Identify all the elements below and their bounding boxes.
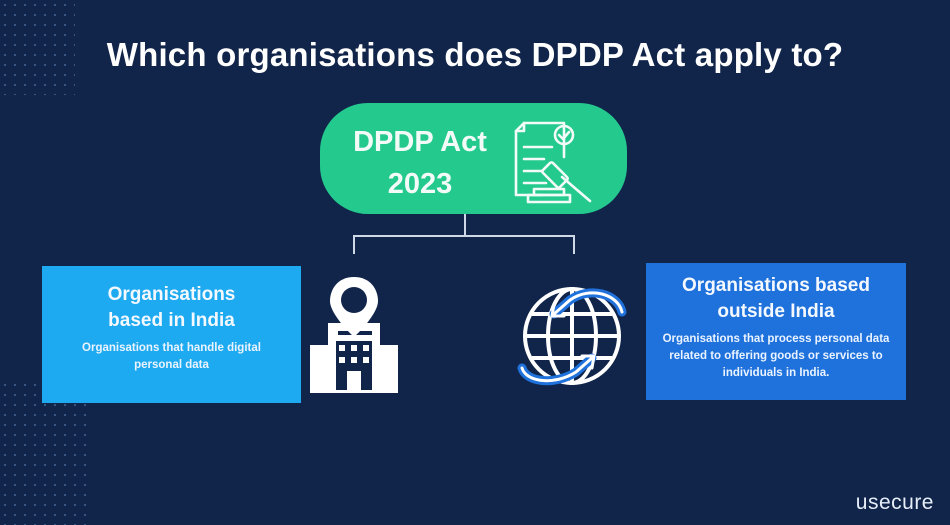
globe-arrows-icon	[517, 287, 627, 386]
connector-horizontal	[353, 235, 575, 237]
dpdp-act-name: DPDP Act	[353, 126, 487, 158]
outside-card-title: Organisations based outside India	[646, 273, 906, 325]
page-title: Which organisations does DPDP Act apply …	[106, 36, 844, 73]
connector-left-drop	[353, 235, 355, 254]
india-card-title: Organisations based in India	[42, 282, 301, 334]
legal-document-gavel-icon	[514, 121, 592, 204]
building-location-pin-icon	[310, 277, 398, 393]
connector-trunk	[464, 214, 466, 236]
outside-card-description: Organisations that process personal data…	[662, 333, 890, 379]
outside-card-title-line1: Organisations based	[682, 275, 870, 296]
dpdp-act-node: DPDP Act 2023	[320, 103, 627, 214]
india-card-title-line2: based in India	[108, 310, 235, 331]
india-card-title-line1: Organisations	[107, 284, 236, 305]
outside-card-title-line2: outside India	[717, 301, 835, 322]
dpdp-act-year: 2023	[387, 168, 453, 200]
dpdp-act-label: DPDP Act 2023	[340, 121, 500, 205]
dot-pattern-top-left	[0, 0, 75, 95]
dot-pattern-bottom-left	[0, 380, 90, 525]
india-organisations-card: Organisations based in India Organisatio…	[42, 266, 301, 403]
connector-right-drop	[573, 235, 575, 254]
india-card-description: Organisations that handle digital person…	[82, 342, 261, 371]
outside-india-organisations-card: Organisations based outside India Organi…	[646, 263, 906, 400]
usecure-logo: usecure	[855, 491, 934, 514]
